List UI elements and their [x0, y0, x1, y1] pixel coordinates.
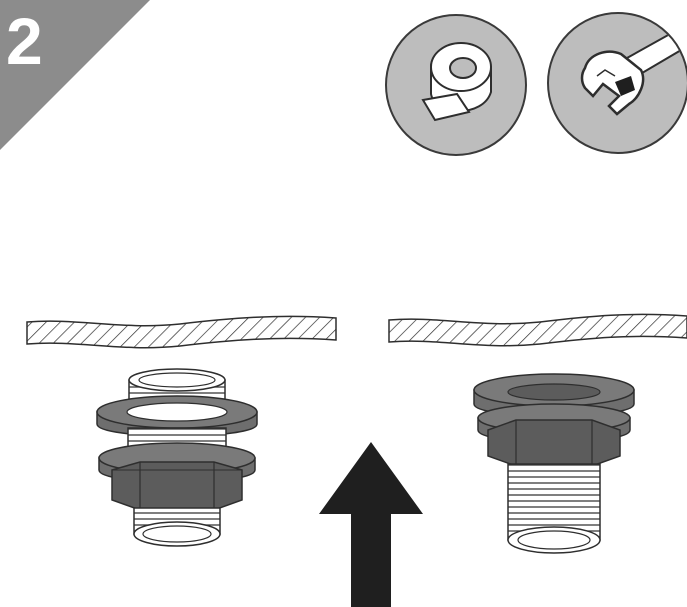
insert-direction-arrow: [319, 442, 423, 607]
bulkhead-fitting-left: [96, 368, 258, 547]
tank-wall-left: [26, 315, 337, 349]
bulkhead-fitting-right: [473, 373, 635, 554]
tank-wall-right: [388, 313, 687, 347]
sealing-tape-icon: [385, 14, 527, 156]
step-number: 2: [6, 4, 43, 78]
step-badge: [0, 0, 150, 150]
wrench-icon: [547, 12, 687, 154]
